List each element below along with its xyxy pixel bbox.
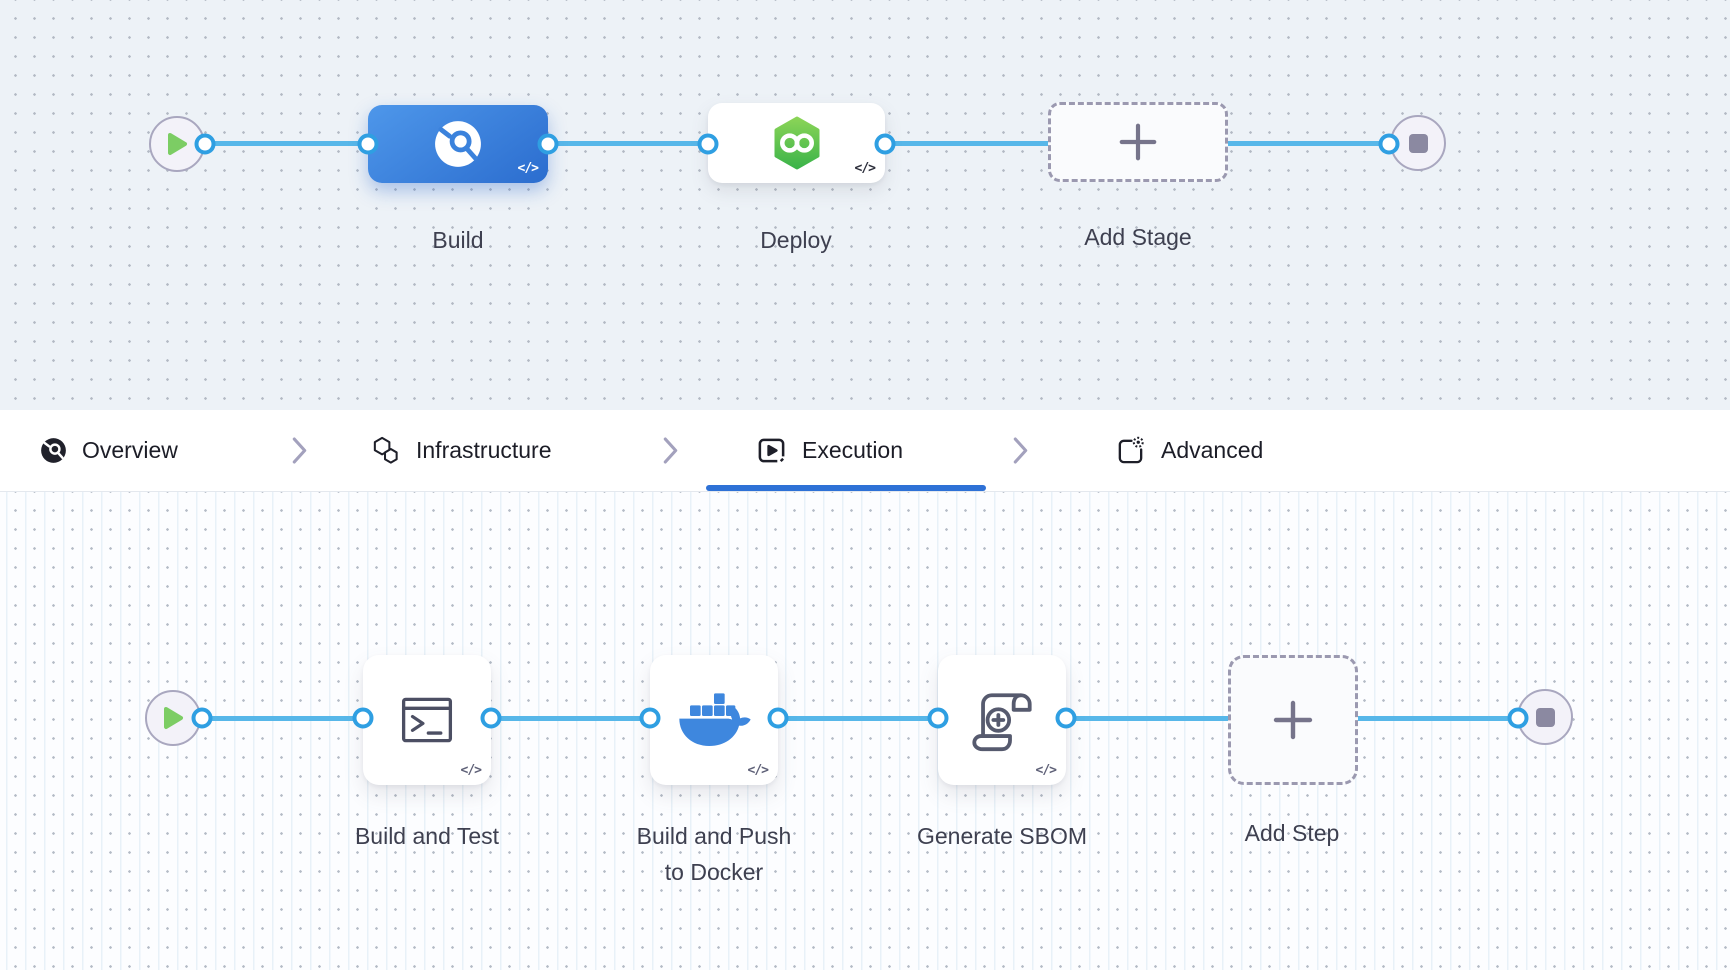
connector-port[interactable] [697, 133, 719, 155]
chevron-right-icon [1013, 410, 1028, 491]
connector-port[interactable] [874, 133, 896, 155]
connector-port[interactable] [639, 707, 661, 729]
code-view-badge: </> [517, 161, 540, 176]
plus-icon [1119, 123, 1157, 161]
add-stage-label: Add Stage [1084, 224, 1192, 250]
overview-icon [41, 438, 66, 463]
play-icon [168, 133, 187, 155]
stage-canvas: </> Build </> Deploy Add Stage [0, 0, 1730, 410]
tab-advanced[interactable]: Advanced [1115, 410, 1263, 491]
active-tab-underline [706, 485, 986, 491]
connector-port[interactable] [352, 707, 374, 729]
sbom-scroll-icon [972, 693, 1032, 752]
chevron-right-icon [663, 410, 678, 491]
connector-port[interactable] [927, 707, 949, 729]
connector-port[interactable] [1055, 707, 1077, 729]
tab-execution[interactable]: Execution [756, 410, 903, 491]
ci-build-icon [435, 121, 481, 167]
step-label-generate-sbom: Generate SBOM [916, 823, 1088, 849]
step-build-and-test[interactable]: </> [363, 655, 491, 785]
stop-icon [1408, 133, 1428, 153]
connector-port[interactable] [480, 707, 502, 729]
gear-icon [1132, 436, 1144, 448]
connector-port[interactable] [191, 707, 213, 729]
step-generate-sbom[interactable]: </> [938, 655, 1066, 785]
code-view-badge: </> [747, 763, 770, 778]
step-build-and-push-to-docker[interactable]: </> [650, 655, 778, 785]
tab-label: Advanced [1161, 437, 1264, 463]
execution-step-canvas: </> Build and Test </> Build and Push to… [0, 492, 1730, 970]
connector-port[interactable] [1378, 133, 1400, 155]
add-step-button[interactable] [1228, 655, 1358, 785]
stage-label-deploy: Deploy [760, 227, 832, 253]
connector-port[interactable] [194, 133, 216, 155]
connector-port[interactable] [357, 133, 379, 155]
step-connector-line [202, 716, 1518, 721]
tab-label: Overview [82, 437, 178, 463]
stage-build[interactable]: </> [368, 105, 548, 183]
connector-port[interactable] [537, 133, 559, 155]
connector-port[interactable] [1507, 707, 1529, 729]
stop-icon [1535, 707, 1555, 727]
pipeline-start-node [149, 116, 205, 172]
execution-play-square-icon [758, 438, 785, 463]
stage-config-tabbar: Overview Infrastructure Execution [0, 410, 1730, 492]
step-label-build-and-push: Build and Push to Docker [636, 823, 792, 885]
code-view-badge: </> [460, 763, 483, 778]
tab-overview[interactable]: Overview [40, 410, 178, 491]
play-icon [164, 707, 183, 729]
terminal-icon [401, 697, 453, 743]
tab-label: Infrastructure [416, 437, 552, 463]
step-label-build-and-test: Build and Test [354, 823, 500, 849]
plus-icon [1273, 700, 1313, 740]
docker-whale-icon [679, 693, 751, 746]
add-step-label: Add Step [1244, 820, 1340, 846]
advanced-doc-gear-icon [1118, 436, 1144, 464]
connector-port[interactable] [767, 707, 789, 729]
stage-label-build: Build [432, 227, 484, 253]
chevron-right-icon [292, 410, 307, 491]
code-view-badge: </> [854, 161, 877, 176]
code-view-badge: </> [1035, 763, 1058, 778]
tab-infrastructure[interactable]: Infrastructure [370, 410, 552, 491]
add-stage-button[interactable] [1048, 102, 1228, 182]
tab-label: Execution [802, 437, 904, 463]
stage-deploy[interactable]: </> [708, 103, 885, 183]
cd-deploy-icon [774, 116, 819, 170]
infrastructure-hexagons-icon [373, 436, 398, 464]
